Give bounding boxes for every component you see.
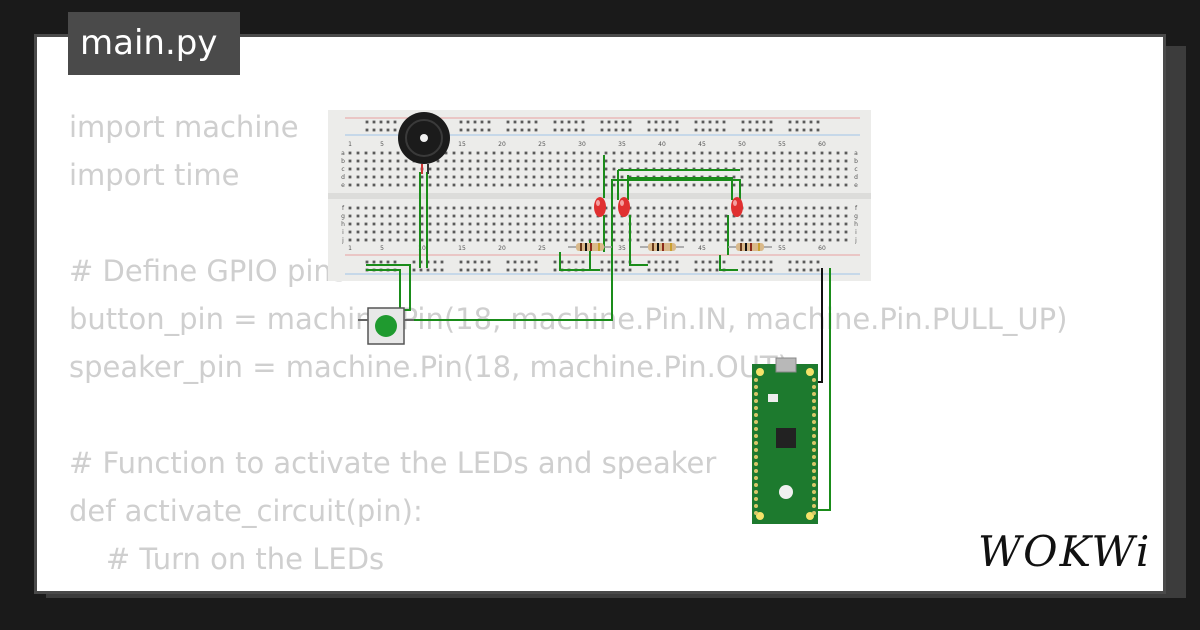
column-number: 55 [778, 141, 786, 148]
column-number: 10 [418, 245, 426, 252]
svg-text:WOKWi: WOKWi [978, 527, 1151, 576]
column-number: 30 [578, 141, 586, 148]
breadboard: 151015202530354045505560 151015202530354… [328, 110, 871, 281]
row-letter: f [342, 205, 345, 212]
code-line: import time [69, 158, 240, 192]
column-number: 25 [538, 141, 546, 148]
column-number: 5 [380, 141, 384, 148]
column-number: 20 [498, 141, 506, 148]
code-line: # Replace with proper code to control th… [69, 583, 1163, 591]
wokwi-logo: WOKWi [978, 527, 1151, 576]
row-letter: h [854, 221, 858, 228]
column-number: 1 [348, 245, 352, 252]
row-letter: g [341, 213, 345, 220]
code-line: speaker_pin = machine.Pin(18, machine.Pi… [69, 350, 789, 384]
row-letter: i [855, 229, 857, 236]
row-letter: j [341, 237, 344, 244]
row-letter: e [341, 182, 345, 189]
resistor-2[interactable] [640, 243, 684, 251]
wire [559, 252, 600, 271]
column-number: 50 [738, 141, 746, 148]
led-2[interactable] [618, 197, 630, 217]
led-3[interactable] [731, 197, 743, 217]
column-number: 35 [618, 245, 626, 252]
wire [396, 179, 741, 321]
pushbutton[interactable] [358, 307, 414, 345]
row-letter: i [342, 229, 344, 236]
column-number: 45 [698, 141, 706, 148]
row-letter: c [854, 166, 857, 173]
wire [628, 177, 733, 200]
column-number: 5 [380, 245, 384, 252]
resistor-3[interactable] [728, 243, 772, 251]
row-letter: c [341, 166, 344, 173]
row-letter: j [854, 237, 857, 244]
code-line: # Function to activate the LEDs and spea… [69, 446, 717, 480]
column-number: 60 [818, 245, 826, 252]
row-letter: a [341, 150, 345, 157]
row-letter: b [341, 158, 345, 165]
column-number: 15 [458, 141, 466, 148]
column-number: 35 [618, 141, 626, 148]
column-number: 15 [458, 245, 466, 252]
row-letter: d [341, 174, 345, 181]
column-number: 25 [538, 245, 546, 252]
column-number: 55 [778, 245, 786, 252]
row-letter: f [855, 205, 858, 212]
column-number: 40 [658, 141, 666, 148]
wire [719, 255, 738, 271]
resistor-1[interactable] [568, 243, 612, 251]
wire [629, 215, 648, 266]
code-line: import machine [69, 110, 299, 144]
led-1[interactable] [594, 197, 606, 217]
row-letter: d [854, 174, 858, 181]
buzzer[interactable] [398, 112, 450, 174]
row-letter: e [854, 182, 858, 189]
code-line: def activate_circuit(pin): [69, 494, 423, 528]
wire [815, 268, 831, 511]
row-letter: b [854, 158, 858, 165]
code-line: # Turn on the LEDs [69, 542, 385, 576]
raspberry-pi-pico[interactable] [752, 357, 818, 524]
row-letter: g [854, 213, 858, 220]
row-letter: a [854, 150, 858, 157]
column-number: 20 [498, 245, 506, 252]
column-number: 1 [348, 141, 352, 148]
column-number: 60 [818, 141, 826, 148]
row-letter: h [341, 221, 345, 228]
column-number: 45 [698, 245, 706, 252]
file-tab[interactable]: main.py [68, 12, 240, 75]
